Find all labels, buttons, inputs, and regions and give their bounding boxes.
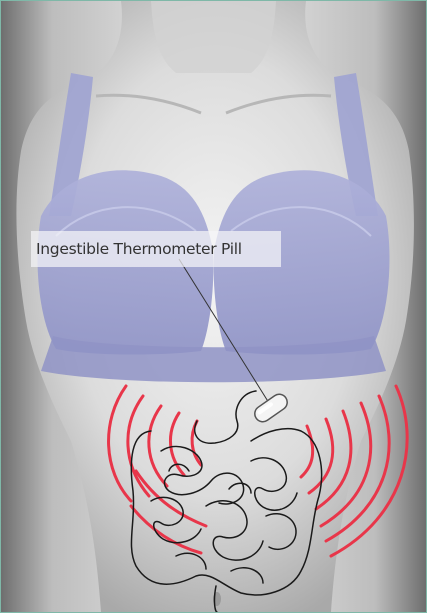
callout-label: Ingestible Thermometer Pill (31, 231, 281, 267)
neck (151, 1, 276, 73)
